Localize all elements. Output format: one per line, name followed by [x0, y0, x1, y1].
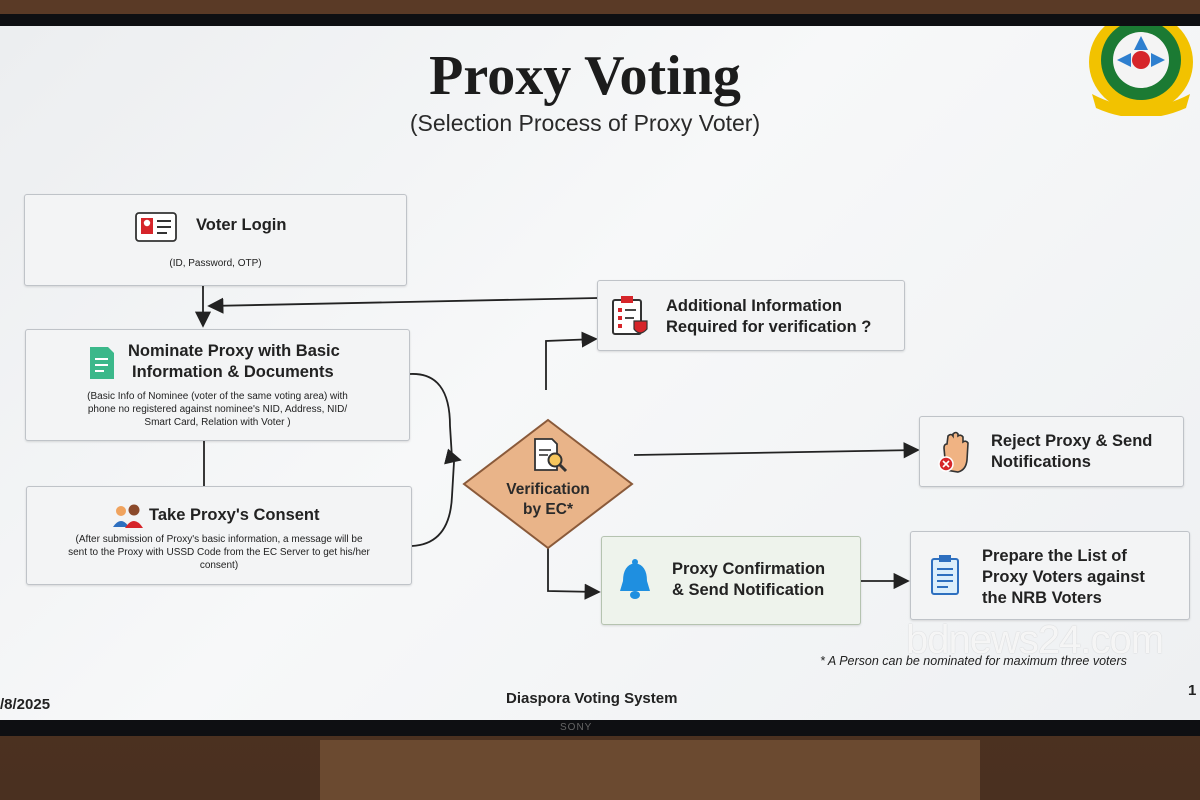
nominate-detail-line3: Smart Card, Relation with Voter )	[144, 417, 291, 428]
voter-login-title: Voter Login	[196, 216, 287, 234]
consent-title: Take Proxy's Consent	[149, 506, 320, 524]
nominate-title-line2: Information & Documents	[132, 363, 334, 381]
prepare-list-box: Prepare the List of Proxy Voters against…	[910, 531, 1190, 620]
consent-detail-line3: consent)	[199, 560, 239, 571]
verification-label: Verification by EC*	[462, 480, 634, 520]
footer-system-name: Diaspora Voting System	[506, 690, 678, 707]
reject-line2: Notifications	[991, 453, 1091, 471]
wood-panel	[320, 740, 980, 800]
flow-connectors	[194, 284, 920, 600]
document-icon	[90, 347, 114, 379]
confirmation-line1: Proxy Confirmation	[672, 560, 826, 578]
confirmation-line2: & Send Notification	[672, 581, 825, 599]
verification-line1: Verification	[506, 481, 590, 498]
consent-detail-line1: (After submission of Proxy's basic infor…	[75, 534, 363, 545]
additional-info-line1: Additional Information	[666, 297, 842, 315]
consent-detail-line2: sent to the Proxy with USSD Code from th…	[68, 547, 370, 558]
prepare-list-line1: Prepare the List of	[982, 547, 1127, 565]
people-icon	[113, 504, 143, 528]
voter-login-box: Voter Login (ID, Password, OTP)	[24, 194, 407, 286]
nominate-proxy-box: Nominate Proxy with Basic Information & …	[25, 329, 410, 441]
voter-login-detail: (ID, Password, OTP)	[169, 258, 262, 269]
page-number: 1	[1188, 682, 1197, 699]
ec-logo-icon	[1089, 26, 1193, 116]
reject-line1: Reject Proxy & Send	[991, 432, 1153, 450]
slide-subtitle: (Selection Process of Proxy Voter)	[409, 110, 761, 136]
clipboard-icon	[931, 555, 959, 595]
proxy-consent-box: Take Proxy's Consent (After submission o…	[26, 486, 412, 585]
bell-icon	[620, 559, 650, 599]
proxy-confirmation-box: Proxy Confirmation & Send Notification	[601, 536, 861, 625]
monitor-brand: SONY	[560, 722, 593, 733]
additional-info-box: Additional Information Required for veri…	[597, 280, 905, 351]
stop-hand-icon	[938, 431, 969, 473]
footer-date: /8/2025	[0, 696, 51, 713]
verification-line2: by EC*	[523, 501, 573, 518]
verification-decision	[462, 418, 634, 550]
reject-proxy-box: Reject Proxy & Send Notifications	[919, 416, 1184, 487]
nominate-title-line1: Nominate Proxy with Basic	[128, 342, 340, 360]
watermark: bdnews24.com	[906, 618, 1164, 662]
prepare-list-line2: Proxy Voters against	[982, 568, 1145, 586]
presentation-slide: Proxy Voting (Selection Process of Proxy…	[0, 26, 1200, 720]
nominate-detail-line1: (Basic Info of Nominee (voter of the sam…	[87, 391, 348, 402]
magnifier-document-icon	[534, 438, 568, 473]
id-card-icon	[135, 212, 177, 242]
nominate-detail-line2: phone no registered against nominee's NI…	[87, 404, 348, 415]
prepare-list-line3: the NRB Voters	[982, 589, 1102, 607]
footnote: * A Person can be nominated for maximum …	[820, 654, 1127, 668]
slide-title: Proxy Voting	[429, 45, 741, 107]
additional-info-line2: Required for verification ?	[666, 318, 872, 336]
checklist-icon	[612, 296, 648, 335]
